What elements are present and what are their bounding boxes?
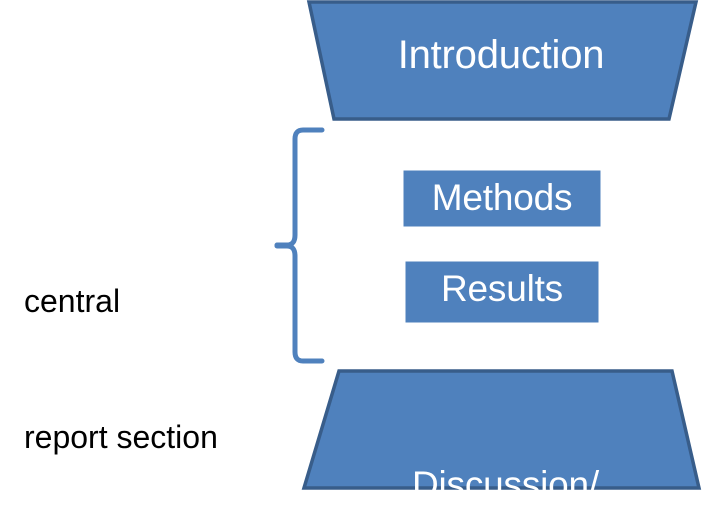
curly-brace-icon [274, 127, 325, 364]
brace-caption: central report section [24, 188, 274, 520]
brace-caption-line-2: report section [24, 419, 218, 456]
conclusion-label: Discussion/ Conclusion [338, 381, 673, 520]
results-label: Results [441, 268, 563, 309]
methods-shape[interactable] [403, 170, 601, 227]
conclusion-label-line-1: Discussion/ [412, 463, 599, 505]
introduction-label: Introduction [397, 33, 605, 77]
conclusion-shape[interactable] [301, 369, 702, 490]
methods-label: Methods [431, 177, 573, 218]
brace-caption-line-1: central [24, 282, 121, 319]
introduction-shape[interactable] [306, 0, 699, 121]
results-shape[interactable] [405, 261, 599, 323]
